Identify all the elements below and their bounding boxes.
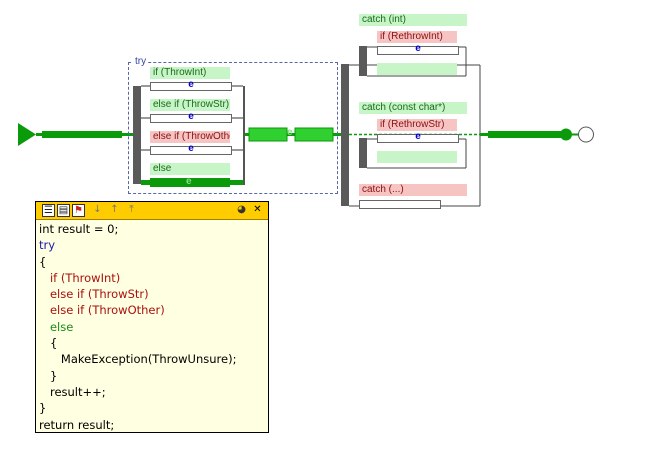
list-icon[interactable]: ☰ bbox=[42, 204, 55, 217]
code-line: MakeException(ThrowUnsure); bbox=[39, 352, 237, 367]
try-join-line bbox=[243, 86, 245, 185]
catch-str-inner-bar bbox=[359, 138, 367, 168]
code-popup: ☰ ▤ ⚑ ↓ ↑ ⤒ ◕ ✕ int result = 0; try { if… bbox=[35, 201, 269, 433]
arrow-up-icon[interactable]: ↑ bbox=[110, 204, 119, 215]
branch-label-if-throwint[interactable]: if (ThrowInt) bbox=[150, 67, 230, 79]
code-line: if (ThrowInt) bbox=[39, 270, 121, 285]
catch-str-label[interactable]: catch (const char*) bbox=[359, 102, 467, 114]
catch-str-inner-label[interactable]: if (RethrowStr) bbox=[377, 119, 457, 131]
flag-icon[interactable]: ⚑ bbox=[72, 204, 85, 217]
branch-label-else-if-throwother[interactable]: else if (ThrowOther) bbox=[150, 131, 230, 143]
catch-int-inner-label[interactable]: if (RethrowInt) bbox=[377, 31, 457, 43]
code-line: } bbox=[39, 368, 58, 383]
code-line: int result = 0; bbox=[39, 222, 119, 236]
catch-all-node[interactable] bbox=[359, 200, 441, 209]
pin-icon[interactable]: ◕ bbox=[237, 204, 246, 215]
arrow-top-icon[interactable]: ⤒ bbox=[129, 204, 134, 215]
code-line: } bbox=[39, 401, 47, 416]
start-arrow-icon bbox=[18, 123, 36, 146]
code-line: else if (ThrowOther) bbox=[39, 303, 165, 318]
code-line: else bbox=[39, 319, 74, 334]
entry-line bbox=[36, 133, 42, 136]
branch-node-else-if-throwother[interactable]: e bbox=[150, 144, 232, 155]
catch-str-inner-node[interactable]: e bbox=[377, 132, 459, 143]
arrow-down-icon[interactable]: ↓ bbox=[93, 204, 102, 215]
catch-all-label[interactable]: catch (...) bbox=[359, 184, 467, 196]
code-line: result++; bbox=[39, 384, 106, 399]
code-line: { bbox=[39, 336, 58, 351]
branch-node-else[interactable]: e bbox=[150, 176, 230, 187]
code-listing: int result = 0; try { if (ThrowInt) else… bbox=[39, 221, 236, 433]
catch-int-inner-bar bbox=[359, 46, 367, 76]
exit-node-icon bbox=[560, 128, 572, 141]
try-split-bar bbox=[133, 86, 141, 184]
try-exit-marker: e bbox=[287, 127, 293, 138]
exit-thick-line bbox=[488, 131, 566, 138]
catch-int-inner-node[interactable]: e bbox=[377, 44, 459, 55]
code-line: try bbox=[39, 238, 56, 253]
catch-int-label[interactable]: catch (int) bbox=[359, 14, 467, 26]
branch-label-else-if-throwstr[interactable]: else if (ThrowStr) bbox=[150, 99, 230, 111]
else-merge-marker: e bbox=[186, 176, 192, 187]
close-icon[interactable]: ✕ bbox=[253, 204, 262, 215]
code-line: return result; bbox=[39, 417, 115, 432]
try-label: try bbox=[133, 56, 149, 67]
branch-node-else-if-throwstr[interactable]: e bbox=[150, 112, 232, 123]
catch-str-else-empty[interactable] bbox=[377, 151, 457, 163]
code-line: else if (ThrowStr) bbox=[39, 287, 149, 302]
code-line: { bbox=[39, 254, 47, 269]
catch-split-bar bbox=[341, 64, 349, 206]
branch-node-if-throwint[interactable]: e bbox=[150, 80, 232, 91]
code-popup-toolbar: ☰ ▤ ⚑ ↓ ↑ ⤒ ◕ ✕ bbox=[36, 202, 268, 220]
end-node-icon bbox=[578, 126, 594, 143]
entry-thick-line bbox=[42, 131, 122, 138]
list-detail-icon[interactable]: ▤ bbox=[57, 204, 70, 217]
try-frame bbox=[128, 62, 338, 194]
catch-int-else-empty[interactable] bbox=[377, 63, 457, 75]
branch-label-else[interactable]: else bbox=[150, 163, 230, 175]
